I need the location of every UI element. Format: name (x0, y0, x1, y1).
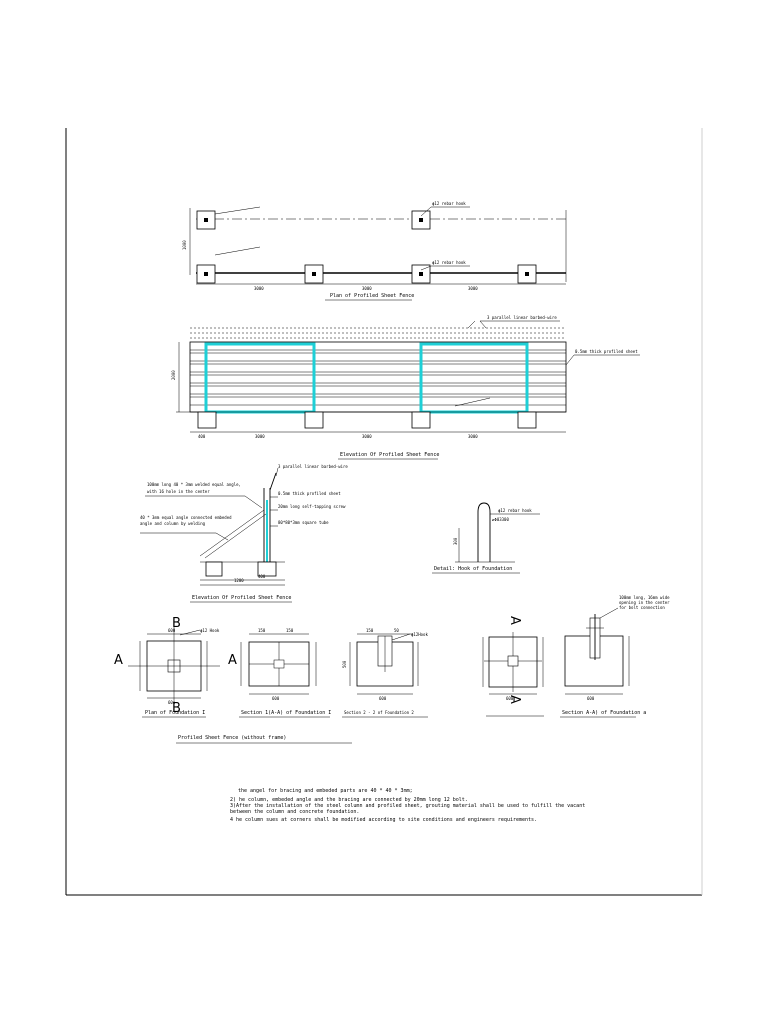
plan-span-3: 3000 (468, 286, 478, 291)
section-1: 150 150 600 Section 1(A-A) of Foundation… (239, 628, 331, 718)
rebar-hook-label-1: ϕ12 rebar hook (432, 201, 466, 206)
elev-span-2: 3000 (362, 434, 372, 439)
elevation-height-dim: 2000 (171, 370, 176, 380)
section-letter-b-top: B (172, 616, 181, 631)
section-3-title: Section A-A) of Foundation a (562, 710, 646, 716)
foundation-plan: ϕ12 Hook A A B B 600 600 Plan of Foundat… (114, 616, 237, 718)
elevation-title-2: Elevation Of Profiled Sheet Fence (192, 595, 291, 601)
section-2-title: Section 2 - 2 of Foundation 2 (344, 710, 414, 715)
sec2-dim-d: 500 (342, 660, 347, 668)
found-plan-dim-bottom: 600 (168, 700, 176, 705)
anchor-note-1: 100mm long, 16mm wide (619, 595, 670, 600)
elevation-view: 3 parallel linear barbed-wire 0.5mm thic… (171, 315, 640, 460)
sec2-dim-b: 50 (394, 628, 399, 633)
anchor-note-3: for bolt connection (619, 605, 665, 610)
anchor-note-2: opening in the center (619, 600, 670, 605)
plan-foundation-title: Plan of Foundation I (145, 710, 205, 716)
square-tube-label: 80*80*3mm square tube (278, 520, 329, 525)
elev-span-1: 3000 (255, 434, 265, 439)
elev-span-3: 3000 (468, 434, 478, 439)
subtitle-block: Profiled Sheet Fence (without frame) (176, 735, 352, 744)
note-5: 4 he column sues at corners shall be mod… (230, 817, 537, 823)
found-plan-dim-top: 600 (168, 628, 176, 633)
sec1-dim-c: 600 (272, 696, 280, 701)
embedded-note-2: angle and column by welding (140, 521, 206, 526)
plan-width-dim: 1000 (182, 240, 187, 250)
hook-detail: ϕ12 rebar hook ≥Φ03300 300 Detail: Hook … (432, 502, 540, 574)
sec3-dim: 600 (587, 696, 595, 701)
bracing-elevation: 3 parallel linear barbed-wire 100mm long… (140, 464, 348, 603)
screw-label: 20mm long self-tapping screw (278, 504, 346, 509)
section-letter-b-bottom: B (172, 701, 181, 716)
barbed-wire-label: 3 parallel linear barbed-wire (487, 315, 557, 320)
sec2-dim-a: 150 (366, 628, 374, 633)
note-3: 3)After the installation of the steel co… (230, 803, 585, 809)
sec1-dim-a: 150 (258, 628, 266, 633)
embedded-note-1: 40 * 3mm equal angle connected embeded (140, 515, 232, 520)
profiled-sheet-label: 0.5mm thick profiled sheet (575, 349, 638, 354)
notes-block: the angel for bracing and embeded parts … (230, 788, 585, 823)
section-letter-a-left: A (114, 653, 123, 668)
note-2: 2) he column, embeded angle and the brac… (230, 797, 468, 803)
section-3: 100mm long, 16mm wide opening in the cen… (560, 595, 670, 718)
hook-label-b: ϕ12Hook (411, 632, 428, 637)
note-4: between the column and concrete foundati… (230, 809, 359, 815)
barbed-wire-label-2: 3 parallel linear barbed-wire (278, 464, 348, 469)
sec2-dim-c: 600 (379, 696, 387, 701)
section-1-title: Section 1(A-A) of Foundation I (241, 710, 331, 716)
bracing-base-dim: 1200 (234, 578, 244, 583)
plan-span-1: 3000 (254, 286, 264, 291)
angle-note-1: 100mm long 40 * 3mm welded equal angle, (147, 482, 241, 487)
angle-note-2: with 16 hole in the center (147, 489, 210, 494)
hook-length-dim: 300 (453, 537, 458, 545)
section-2: ϕ12Hook 150 50 600 500 Section 2 - 2 of … (342, 628, 428, 718)
plan-span-2: 3000 (362, 286, 372, 291)
section-letter-a-right: A (228, 653, 237, 668)
plan-view: ϕ12 rebar hook ϕ12 rebar hook 1000 3000 … (182, 201, 567, 301)
rebar-hook-label-3: ϕ12 rebar hook (498, 508, 532, 513)
profiled-sheet-ribs (189, 341, 567, 413)
plan2-dim: 600 (506, 696, 514, 701)
plan-footings (196, 210, 537, 284)
hook-bar-dim: ≥Φ03300 (492, 517, 509, 522)
section-letter-a-top: A (507, 616, 522, 625)
elevation-title: Elevation Of Profiled Sheet Fence (340, 452, 439, 458)
hook-label-a: ϕ12 Hook (200, 628, 220, 633)
elevation-footings (197, 411, 537, 429)
hook-detail-title: Detail: Hook of Foundation (434, 566, 512, 572)
plan-title: Plan of Profiled Sheet Fence (330, 293, 414, 299)
page-border (65, 128, 703, 896)
section-letter-a-bottom: A (507, 695, 522, 704)
elev-side-dim: 400 (198, 434, 206, 439)
bracing-col-dim: 400 (258, 574, 266, 579)
foundation-plan-2: A A 600 (482, 616, 544, 717)
rebar-hook-label-2: ϕ12 rebar hook (432, 260, 466, 265)
sec1-dim-b: 150 (286, 628, 294, 633)
note-1: the angel for bracing and embeded parts … (238, 788, 413, 794)
profiled-sheet-label-2: 0.5mm thick profiled sheet (278, 491, 341, 496)
fence-subtitle: Profiled Sheet Fence (without frame) (178, 735, 286, 741)
